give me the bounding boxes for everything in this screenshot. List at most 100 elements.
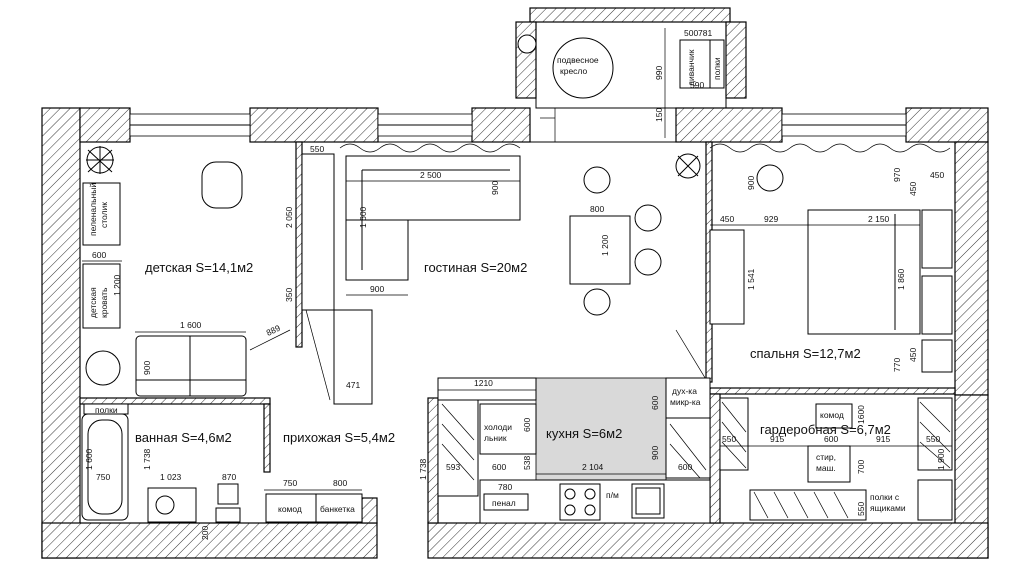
bathtub: [81, 413, 129, 521]
kitchen-cabinet-left: [437, 399, 479, 497]
kitchen-floor: [535, 377, 667, 499]
balcony-wall-left: [515, 21, 537, 99]
nursery: пеленальный столик 600 детская кровать 1…: [82, 144, 335, 401]
wall-top-4: [675, 107, 783, 143]
dim-150: 150: [654, 108, 664, 122]
dim-900-bottom: 900: [370, 284, 384, 294]
dim-1600-corner: 1 600: [358, 206, 368, 228]
dining-table: [569, 215, 631, 285]
drawers-label-1: полки с: [870, 492, 900, 502]
dim-1200-crib: 1 200: [112, 274, 122, 296]
nursery-wardrobe: [301, 153, 335, 311]
crib: [82, 263, 121, 329]
dim-781: 781: [698, 28, 712, 38]
chair-bottom: [583, 288, 611, 316]
dim-900-k: 900: [650, 446, 660, 460]
bedroom-label: спальня S=12,7м2: [750, 346, 861, 361]
corner-sofa-back: [345, 155, 521, 221]
bed: [807, 209, 921, 335]
kitchen-wall-cabinet: [437, 377, 537, 401]
hanging-chair-label-2: кресло: [560, 66, 587, 76]
changing-table-label-2: столик: [99, 202, 109, 228]
partition-bath-vertical: [263, 403, 271, 473]
oven-label-1: дух-ка: [672, 386, 697, 396]
living-cabinet: [333, 309, 373, 405]
chair-right-1: [634, 204, 662, 232]
washer-label-1: стир,: [816, 452, 836, 462]
dim-800-hall: 800: [333, 478, 347, 488]
dim-900-sofa: 900: [142, 361, 152, 375]
dim-1210: 1210: [474, 378, 493, 388]
dim-870: 870: [222, 472, 236, 482]
wall-top-2: [249, 107, 379, 143]
dim-800-table: 800: [590, 204, 604, 214]
dim-600-w: 600: [824, 434, 838, 444]
bathroom: полки 1 600 750 1 738 ванная S=4,6м2 1 0…: [81, 403, 241, 540]
dim-538: 538: [522, 456, 532, 470]
nursery-sofa: [135, 335, 247, 397]
hallway: прихожая S=5,4м2 750 800 комод банкетка: [264, 430, 395, 523]
dim-471: 471: [346, 380, 360, 390]
dim-450-r1: 450: [908, 182, 918, 196]
dim-2104: 2 104: [582, 462, 604, 472]
living-room: 2 500 900 1 600 900 471 гостиная S=20м2 …: [302, 141, 951, 405]
partition-kitchen-wardrobe: [709, 393, 721, 524]
wall-left: [41, 107, 81, 559]
wardrobe-left: [719, 397, 749, 471]
wardrobe-bottom-right: [917, 479, 953, 521]
living-label: гостиная S=20м2: [424, 260, 527, 275]
wall-right: [954, 141, 989, 396]
dim-600-k2: 600: [650, 396, 660, 410]
chair-top: [583, 166, 611, 194]
partition-nursery-bath: [79, 397, 271, 405]
dim-600-k4: 600: [678, 462, 692, 472]
fridge: [479, 403, 537, 455]
wall-bottom-right: [427, 522, 989, 559]
wall-top-5: [905, 107, 989, 143]
toilet: [217, 483, 239, 505]
dim-550-w3: 550: [856, 502, 866, 516]
hanging-chair: [552, 37, 614, 99]
pantry: [483, 493, 529, 511]
dim-550-top: 550: [310, 144, 324, 154]
dim-600-crib: 600: [92, 250, 106, 260]
changing-table-label-1: пеленальный: [88, 183, 98, 236]
hall-bench: [315, 493, 363, 523]
bath-shelves-label: полки: [95, 405, 118, 415]
balcony-wall-top: [529, 7, 731, 23]
dim-350: 350: [284, 288, 294, 302]
wardrobe-dresser-label: комод: [820, 410, 844, 420]
dim-750-hall: 750: [283, 478, 297, 488]
hallway-label: прихожая S=5,4м2: [283, 430, 395, 445]
dim-590: 590: [690, 80, 704, 90]
bedroom-tv-unit: [709, 229, 745, 325]
dim-700: 700: [856, 460, 866, 474]
oven-label-2: микр-ка: [670, 397, 701, 407]
sink: [631, 483, 665, 519]
dim-1200-table: 1 200: [600, 234, 610, 256]
crib-label-1: детская: [88, 287, 98, 318]
nursery-label: детская S=14,1м2: [145, 260, 253, 275]
dim-1023: 1 023: [160, 472, 182, 482]
dim-450-r2: 450: [930, 170, 944, 180]
hall-dresser-label: комод: [278, 504, 302, 514]
dim-450-r3: 450: [908, 348, 918, 362]
dim-550-w1: 550: [722, 434, 736, 444]
crib-label-2: кровать: [99, 287, 109, 318]
dim-915-a: 915: [770, 434, 784, 444]
balcony-plant-icon: [517, 34, 537, 54]
drawers-label-2: ящиками: [870, 503, 906, 513]
hob: [559, 483, 601, 521]
dim-600-k1: 600: [522, 418, 532, 432]
fridge-label-2: льник: [484, 433, 507, 443]
dim-2050: 2 050: [284, 206, 294, 228]
bedroom-chair: [756, 164, 784, 192]
wall-top-1: [79, 107, 131, 143]
dim-550-w2: 550: [926, 434, 940, 444]
dim-1738-k: 1 738: [418, 458, 428, 480]
chair-right-2: [634, 248, 662, 276]
dishwasher-label: п/м: [606, 490, 619, 500]
walls: [41, 107, 989, 559]
drawer-unit: [749, 489, 867, 521]
dim-750-bath: 750: [96, 472, 110, 482]
